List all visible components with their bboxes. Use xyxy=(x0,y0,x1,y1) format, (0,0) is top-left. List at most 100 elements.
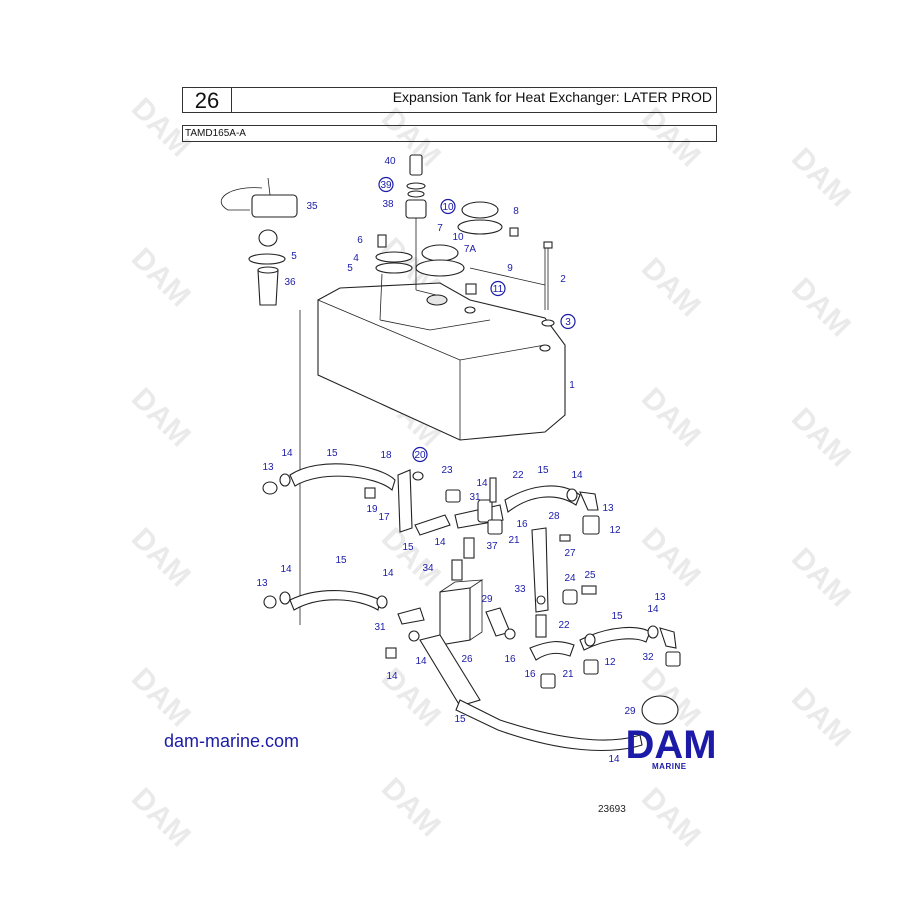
callout-label: 21 xyxy=(508,535,520,546)
part-callout: 15 xyxy=(454,714,466,725)
callout-label: 36 xyxy=(284,277,296,288)
part-callout: 17 xyxy=(378,512,390,523)
part-callout: 27 xyxy=(564,548,576,559)
part-callout: 16 xyxy=(504,654,516,665)
part-callout: 10 xyxy=(452,232,464,243)
callout-label: 12 xyxy=(609,525,621,536)
part-callout: 14 xyxy=(382,568,394,579)
part-callout: 14 xyxy=(647,604,659,615)
part-callout: 3 xyxy=(560,313,576,330)
callout-label: 7 xyxy=(437,223,443,234)
part-callout: 34 xyxy=(422,563,434,574)
part-callout: 38 xyxy=(382,199,394,210)
upper-hose-assembly xyxy=(262,463,600,581)
part-callout: 7 xyxy=(437,223,443,234)
part-callout: 32 xyxy=(642,652,654,663)
callout-circle xyxy=(378,176,394,193)
callout-label: 13 xyxy=(654,592,666,603)
callout-label: 18 xyxy=(380,450,392,461)
dam-logo: DAM xyxy=(625,723,716,767)
callout-label: 27 xyxy=(564,548,576,559)
part-callout: 19 xyxy=(366,504,378,515)
part-callout: 1 xyxy=(569,380,575,391)
callout-label: 17 xyxy=(378,512,390,523)
part-callout: 15 xyxy=(537,465,549,476)
callout-label: 15 xyxy=(402,542,414,553)
part-callout: 11 xyxy=(490,280,506,297)
drawing-number: 23693 xyxy=(598,804,626,815)
callout-label: 32 xyxy=(642,652,654,663)
callout-label: 38 xyxy=(382,199,394,210)
callout-label: 35 xyxy=(306,201,318,212)
part-callout: 31 xyxy=(374,622,386,633)
part-callout: 15 xyxy=(326,448,338,459)
callout-label: 3 xyxy=(565,317,571,328)
callout-label: 5 xyxy=(347,263,353,274)
callout-label: 14 xyxy=(647,604,659,615)
callout-label: 16 xyxy=(504,654,516,665)
callout-label: 13 xyxy=(602,503,614,514)
filler-neck-assembly xyxy=(405,154,437,296)
part-callout: 21 xyxy=(508,535,520,546)
website-link[interactable]: dam-marine.com xyxy=(164,731,300,751)
callout-label: 20 xyxy=(414,450,426,461)
part-callout: 6 xyxy=(357,235,363,246)
part-callout: 40 xyxy=(384,156,396,167)
page-title: Expansion Tank for Heat Exchanger: LATER… xyxy=(392,89,712,105)
part-callout: 9 xyxy=(507,263,513,274)
part-callout: 13 xyxy=(262,462,274,473)
part-callout: 5 xyxy=(347,263,353,274)
part-callout: 20 xyxy=(412,446,428,463)
part-callout: 15 xyxy=(335,555,347,566)
part-callout: 36 xyxy=(284,277,296,288)
expansion-tank xyxy=(317,282,566,441)
callout-label: 4 xyxy=(353,253,359,264)
part-callout: 7A xyxy=(464,244,477,255)
part-callout: 10 xyxy=(440,198,456,215)
part-callout: 39 xyxy=(378,176,394,193)
part-callout: 21 xyxy=(562,669,574,680)
part-callout: 4 xyxy=(353,253,359,264)
callout-label: 29 xyxy=(481,594,493,605)
top-left-assembly xyxy=(220,177,298,306)
callout-label: 24 xyxy=(564,573,576,584)
callout-label: 16 xyxy=(524,669,536,680)
callout-label: 21 xyxy=(562,669,574,680)
callout-label: 26 xyxy=(461,654,473,665)
callout-circle xyxy=(440,198,456,215)
callout-label: 14 xyxy=(280,564,292,575)
callout-label: 28 xyxy=(548,511,560,522)
part-callout: 5 xyxy=(291,251,297,262)
logo-subtext: MARINE xyxy=(652,762,687,771)
part-callout: 14 xyxy=(434,537,446,548)
part-callout: 22 xyxy=(558,620,570,631)
callout-label: 29 xyxy=(624,706,636,717)
part-callout: 35 xyxy=(306,201,318,212)
page-number: 26 xyxy=(183,88,232,113)
part-callout: 14 xyxy=(281,448,293,459)
callout-label: 9 xyxy=(507,263,513,274)
part-callout: 15 xyxy=(611,611,623,622)
model-box: TAMD165A-A xyxy=(182,125,717,142)
callout-label: 11 xyxy=(493,284,504,295)
callout-label: 14 xyxy=(382,568,394,579)
part-callout: 29 xyxy=(624,706,636,717)
part-callout: 22 xyxy=(512,470,524,481)
callout-label: 19 xyxy=(366,504,378,515)
part-callout: 28 xyxy=(548,511,560,522)
part-callout: 14 xyxy=(280,564,292,575)
part-callout: 18 xyxy=(380,450,392,461)
callout-label: 23 xyxy=(441,465,453,476)
callout-label: 6 xyxy=(357,235,363,246)
callout-label: 15 xyxy=(611,611,623,622)
callout-label: 22 xyxy=(512,470,524,481)
part-callout: 16 xyxy=(524,669,536,680)
pressure-caps xyxy=(375,201,546,321)
callout-label: 13 xyxy=(262,462,274,473)
callout-label: 40 xyxy=(384,156,396,167)
lower-hose-assembly xyxy=(263,579,681,751)
callout-label: 31 xyxy=(374,622,386,633)
callout-label: 12 xyxy=(604,657,616,668)
callout-label: 16 xyxy=(516,519,528,530)
